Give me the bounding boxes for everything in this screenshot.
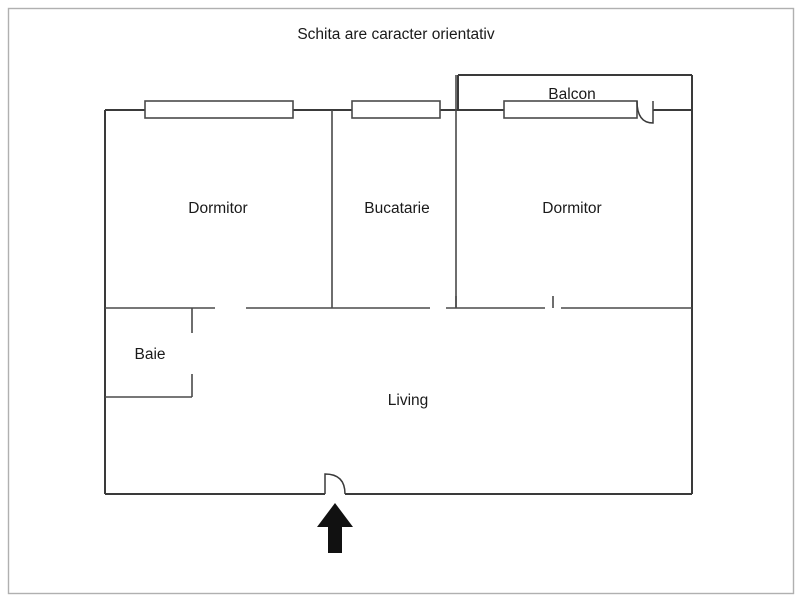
window-dormitor-left [144, 100, 294, 119]
page-title: Schita are caracter orientativ [297, 26, 495, 43]
entrance-door-arc [324, 473, 346, 495]
room-label-baie: Baie [134, 346, 165, 363]
outer-frame [7, 7, 795, 595]
room-label-dormitor-right: Dormitor [542, 200, 601, 217]
room-label-living: Living [388, 392, 429, 409]
entrance-arrow [317, 503, 353, 553]
room-label-dormitor-left: Dormitor [188, 200, 247, 217]
room-label-bucatarie: Bucatarie [364, 200, 429, 217]
entrance-arrow-shape [317, 503, 353, 553]
window-bucatarie [351, 100, 441, 119]
window-balcon [503, 100, 638, 119]
room-label-balcon: Balcon [548, 86, 595, 103]
balcony-door-arc [636, 100, 654, 124]
